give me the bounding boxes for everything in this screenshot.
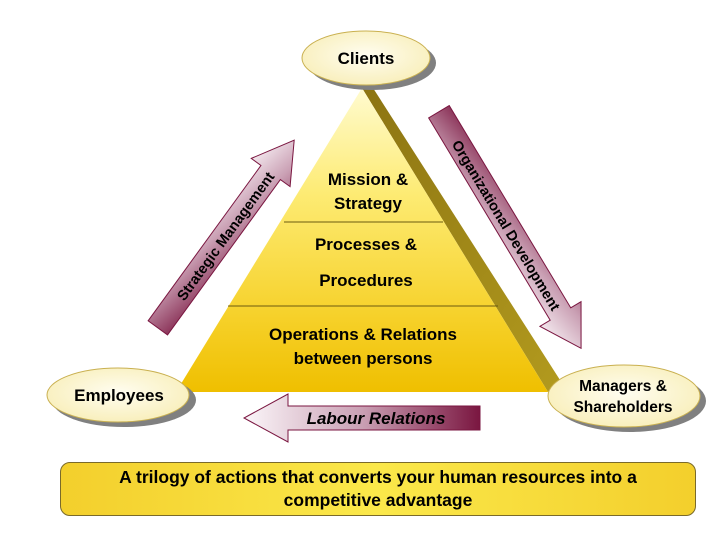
clients-label: Clients: [338, 49, 395, 68]
pyramid-level2-line2: Procedures: [319, 271, 413, 290]
pyramid-level1-line1: Mission &: [328, 170, 408, 189]
pyramid-level3-line2: between persons: [294, 349, 433, 368]
pyramid-front-face: [176, 88, 548, 392]
pyramid-level1-line2: Strategy: [334, 194, 403, 213]
labour-relations-label: Labour Relations: [307, 409, 446, 428]
clients-node: Clients: [301, 30, 436, 90]
organizational-development-arrow-shape: [427, 104, 582, 350]
managers-label-line1: Managers &: [579, 378, 667, 395]
labour-relations-arrow: Labour Relations: [242, 393, 481, 443]
clients-node-shape: [301, 30, 431, 86]
managers-shareholders-node-shape: [547, 364, 701, 428]
managers-label-line2: Shareholders: [573, 399, 672, 416]
employees-node: Employees: [46, 367, 196, 427]
caption-text: A trilogy of actions that converts your …: [119, 467, 637, 510]
labour-relations-arrow-shape: [242, 393, 481, 443]
pyramid-level2-line1: Processes &: [315, 235, 417, 254]
pyramid-level3-line1: Operations & Relations: [269, 325, 457, 344]
pyramid-side-face: [362, 88, 560, 392]
employees-node-shape: [46, 367, 190, 423]
strategic-management-arrow-shape: [147, 139, 295, 336]
caption-box: A trilogy of actions that converts your …: [60, 462, 696, 516]
managers-shareholders-node: Managers & Shareholders: [547, 364, 706, 432]
employees-label: Employees: [74, 386, 164, 405]
